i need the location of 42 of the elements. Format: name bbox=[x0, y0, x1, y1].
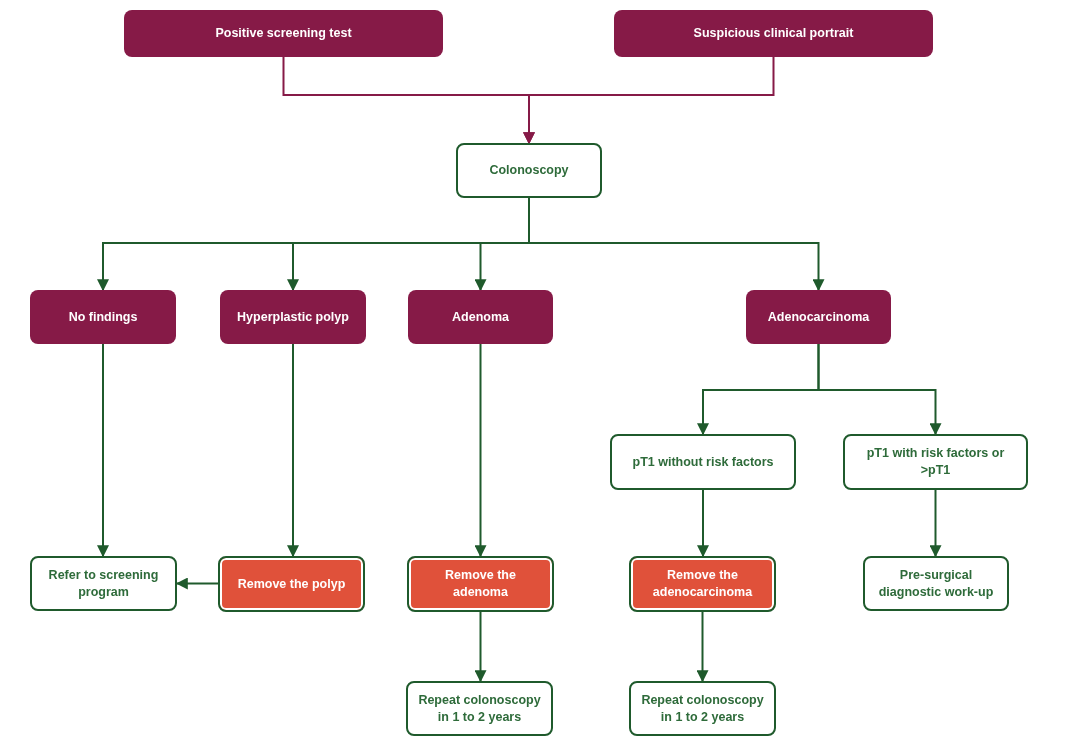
start-box bbox=[30, 290, 176, 344]
start-box bbox=[614, 10, 933, 57]
arrow bbox=[175, 577, 219, 590]
arrow bbox=[97, 343, 109, 558]
action-box bbox=[218, 556, 365, 612]
arrow bbox=[287, 343, 299, 558]
node-label: Remove the polyp bbox=[237, 575, 346, 593]
process-box bbox=[30, 556, 177, 611]
process-box bbox=[406, 681, 553, 736]
node-label: No findings bbox=[68, 308, 138, 326]
node-label: Remove the adenocarcinoma bbox=[651, 567, 754, 601]
arrow bbox=[523, 56, 775, 145]
arrow bbox=[474, 343, 487, 558]
node-label: Refer to screening program bbox=[47, 566, 160, 601]
arrow bbox=[474, 611, 487, 683]
start-box bbox=[746, 290, 891, 344]
node-label: Adenocarcinoma bbox=[767, 308, 870, 326]
process-box bbox=[863, 556, 1009, 611]
start-box bbox=[124, 10, 443, 57]
node-label: Pre-surgical diagnostic work-up bbox=[877, 566, 995, 601]
node-label: Positive screening test bbox=[215, 25, 352, 42]
node-label: Suspicious clinical portrait bbox=[693, 25, 854, 42]
node-label: Hyperplastic polyp bbox=[237, 308, 349, 326]
process-box bbox=[610, 434, 796, 490]
node-label: pT1 without risk factors bbox=[632, 453, 774, 471]
node-label: pT1 with risk factors or >pT1 bbox=[865, 445, 1006, 479]
node-label: Remove the adenoma bbox=[444, 567, 517, 601]
action-box bbox=[629, 556, 776, 612]
arrow bbox=[817, 343, 942, 436]
arrow bbox=[929, 489, 942, 558]
action-box bbox=[407, 556, 554, 612]
process-box bbox=[843, 434, 1028, 490]
process-box bbox=[629, 681, 776, 736]
node-label: Repeat colonoscopy in 1 to 2 years bbox=[417, 691, 542, 726]
start-box bbox=[220, 290, 366, 344]
node-label: Adenoma bbox=[452, 308, 509, 326]
node-label: Repeat colonoscopy in 1 to 2 years bbox=[640, 691, 765, 726]
arrow bbox=[697, 489, 709, 558]
start-box bbox=[408, 290, 553, 344]
process-box bbox=[456, 143, 602, 198]
node-label: Colonoscopy bbox=[489, 162, 569, 179]
arrow bbox=[696, 611, 709, 683]
